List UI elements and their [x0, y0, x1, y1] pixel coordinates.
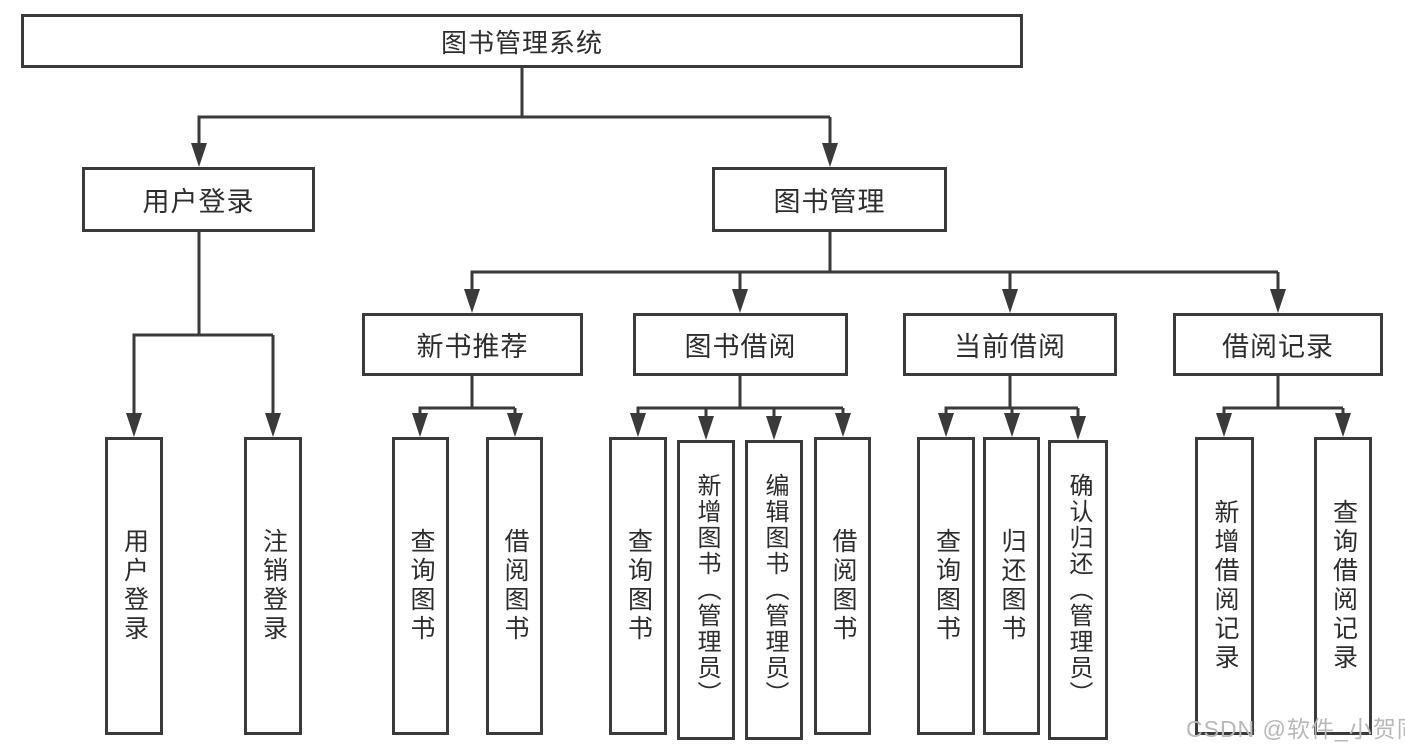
leaf-logout: 注销登录: [244, 437, 302, 735]
node-borrowing-records: 借阅记录: [1173, 313, 1383, 376]
leaf-query-borrow-record: 查询借阅记录: [1314, 437, 1372, 735]
node-user-login: 用户登录: [82, 167, 315, 232]
leaf-borrow-books: 借阅图书: [814, 437, 871, 735]
node-current-borrowing: 当前借阅: [903, 313, 1117, 376]
arrowheads: [126, 143, 1351, 440]
watermark-text: CSDN @软件_小贺同学: [1186, 716, 1405, 742]
leaf-query-books: 查询图书: [392, 437, 449, 735]
node-new-book-recommendation: 新书推荐: [362, 313, 583, 376]
leaf-query-books: 查询图书: [609, 437, 667, 735]
leaf-confirm-return-admin: 确认归还（管理员）: [1048, 440, 1108, 740]
leaf-query-books: 查询图书: [917, 437, 975, 735]
leaf-user-login: 用户登录: [105, 437, 163, 735]
node-library-management-system: 图书管理系统: [21, 14, 1023, 68]
leaf-add-borrow-record: 新增借阅记录: [1195, 437, 1254, 735]
leaf-borrow-books: 借阅图书: [486, 437, 543, 735]
node-book-management: 图书管理: [712, 167, 947, 232]
leaf-add-book-admin: 新增图书（管理员）: [677, 440, 735, 740]
leaf-return-books: 归还图书: [983, 437, 1040, 735]
node-book-borrowing: 图书借阅: [633, 313, 848, 376]
leaf-edit-book-admin: 编辑图书（管理员）: [745, 440, 803, 740]
